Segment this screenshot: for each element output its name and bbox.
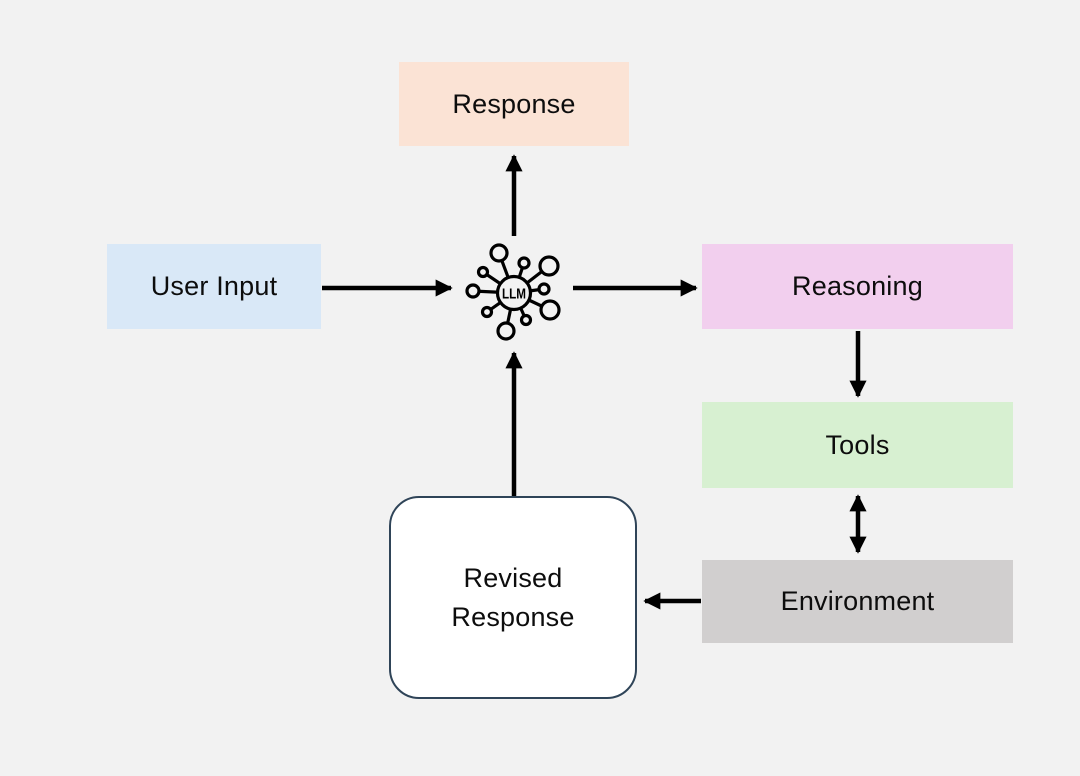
node-environment-label: Environment bbox=[780, 586, 935, 616]
node-reasoning: Reasoning bbox=[702, 244, 1013, 329]
node-revised-response-label: Revised Response bbox=[451, 563, 575, 632]
llm-label: LLM bbox=[502, 286, 526, 303]
node-user-input-label: User Input bbox=[150, 271, 278, 301]
node-environment: Environment bbox=[702, 560, 1013, 643]
node-response-label: Response bbox=[452, 88, 576, 119]
llm-network-icon: LLM bbox=[465, 243, 561, 341]
node-response: Response bbox=[399, 62, 629, 146]
edges bbox=[322, 154, 867, 610]
node-reasoning-label: Reasoning bbox=[792, 271, 923, 301]
node-user-input: User Input bbox=[107, 244, 321, 329]
llm-hub-circle bbox=[495, 274, 533, 312]
node-revised-response: Revised Response bbox=[389, 496, 637, 699]
node-tools: Tools bbox=[702, 402, 1013, 488]
node-tools-label: Tools bbox=[825, 429, 890, 460]
